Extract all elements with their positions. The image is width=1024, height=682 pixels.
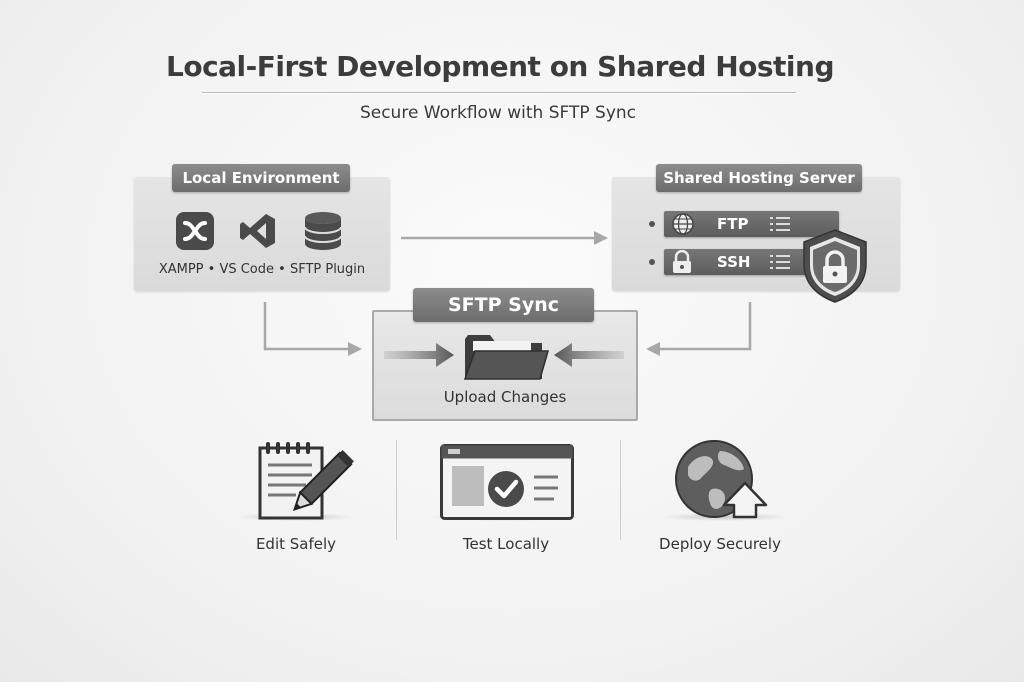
status-dot — [649, 259, 655, 265]
xampp-icon — [176, 212, 214, 250]
icon-shadow — [660, 513, 790, 521]
vscode-icon — [240, 214, 275, 248]
local-to-sync-arrow — [263, 302, 350, 351]
lock-icon — [673, 250, 691, 273]
arrow-left-icon — [554, 343, 624, 367]
step-label-test: Test Locally — [462, 535, 550, 553]
server-to-sync-arrow — [660, 302, 752, 351]
server-lines-icon — [770, 217, 790, 231]
arrow-right-icon — [384, 343, 454, 367]
server-lines-icon — [770, 255, 790, 269]
step-label-deploy: Deploy Securely — [659, 535, 781, 553]
database-icon — [304, 212, 342, 250]
shield-lock-icon — [803, 229, 867, 303]
sync-caption: Upload Changes — [443, 388, 567, 406]
status-dot — [649, 221, 655, 227]
ssh-label: SSH — [717, 253, 751, 271]
ftp-label: FTP — [717, 215, 749, 233]
globe-upload-icon — [675, 440, 768, 519]
browser-check-icon — [440, 444, 574, 520]
local-tools-caption: XAMPP • VS Code • SFTP Plugin — [158, 262, 366, 277]
step-label-edit: Edit Safely — [255, 535, 337, 553]
globe-icon — [672, 213, 694, 235]
local-environment-header: Local Environment — [172, 164, 350, 192]
title-divider — [202, 92, 796, 93]
notepad-pencil-icon — [258, 442, 354, 520]
diagram-subtitle: Secure Workflow with SFTP Sync — [359, 103, 637, 123]
diagram-title: Local-First Development on Shared Hostin… — [165, 50, 835, 83]
folder-icon — [463, 335, 549, 380]
ftp-server-row: FTP — [664, 211, 839, 237]
step-divider — [396, 440, 397, 540]
sftp-sync-header: SFTP Sync — [413, 288, 594, 322]
shared-hosting-header: Shared Hosting Server — [656, 164, 862, 192]
step-divider — [620, 440, 621, 540]
